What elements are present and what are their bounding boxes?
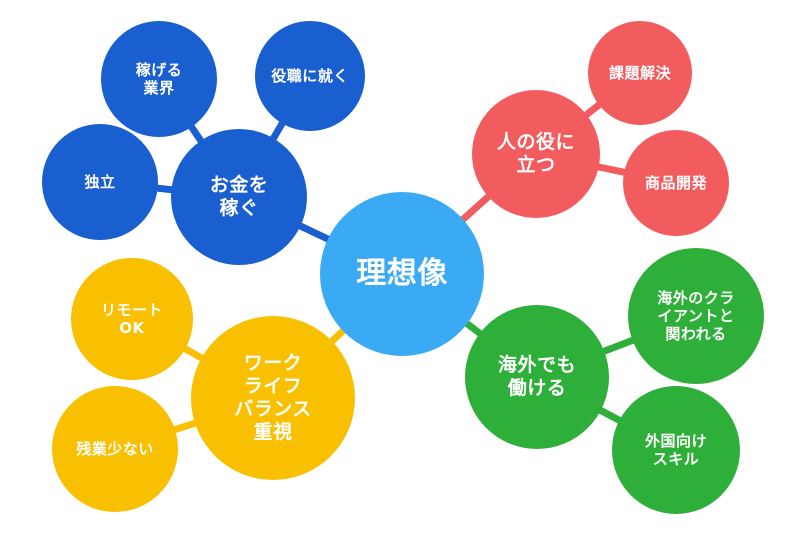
leaf-node-label: 独立 xyxy=(84,173,116,191)
leaf-node-profitable-industry[interactable]: 稼げる 業界 xyxy=(101,21,217,137)
leaf-node-remote-ok[interactable]: リモート OK xyxy=(71,258,193,380)
branch-node-label: ワーク ライフ バランス 重視 xyxy=(234,352,312,443)
leaf-node-label: 海外のクラ イアントと 関われる xyxy=(657,289,735,343)
branch-node-work-abroad[interactable]: 海外でも 働ける xyxy=(465,305,609,449)
leaf-node-label: リモート OK xyxy=(100,301,163,337)
leaf-node-label: 課題解決 xyxy=(608,64,671,82)
leaf-node-get-position[interactable]: 役職に就く xyxy=(255,21,365,131)
center-node-ideal[interactable]: 理想像 xyxy=(320,192,484,356)
leaf-node-label: 残業少ない xyxy=(76,440,154,458)
branch-node-work-life-balance[interactable]: ワーク ライフ バランス 重視 xyxy=(191,316,355,480)
branch-node-label: 人の役に 立つ xyxy=(496,131,575,176)
branch-node-earn-money[interactable]: お金を 稼ぐ xyxy=(171,129,307,265)
leaf-node-label: 稼げる 業界 xyxy=(135,61,183,97)
leaf-node-label: 商品開発 xyxy=(644,174,707,192)
branch-node-label: 海外でも 働ける xyxy=(497,354,576,399)
center-node-label: 理想像 xyxy=(356,256,448,291)
branch-node-label: お金を 稼ぐ xyxy=(209,174,269,219)
leaf-node-less-overtime[interactable]: 残業少ない xyxy=(52,386,178,512)
leaf-node-independence[interactable]: 独立 xyxy=(42,124,158,240)
branch-node-help-people[interactable]: 人の役に 立つ xyxy=(472,90,600,218)
leaf-node-overseas-clients[interactable]: 海外のクラ イアントと 関われる xyxy=(628,248,764,384)
leaf-node-label: 外国向け スキル xyxy=(644,432,707,468)
leaf-node-product-development[interactable]: 商品開発 xyxy=(623,130,729,236)
leaf-node-label: 役職に就く xyxy=(271,67,349,85)
leaf-node-foreign-skills[interactable]: 外国向け スキル xyxy=(612,386,740,514)
leaf-node-problem-solving[interactable]: 課題解決 xyxy=(588,21,692,125)
